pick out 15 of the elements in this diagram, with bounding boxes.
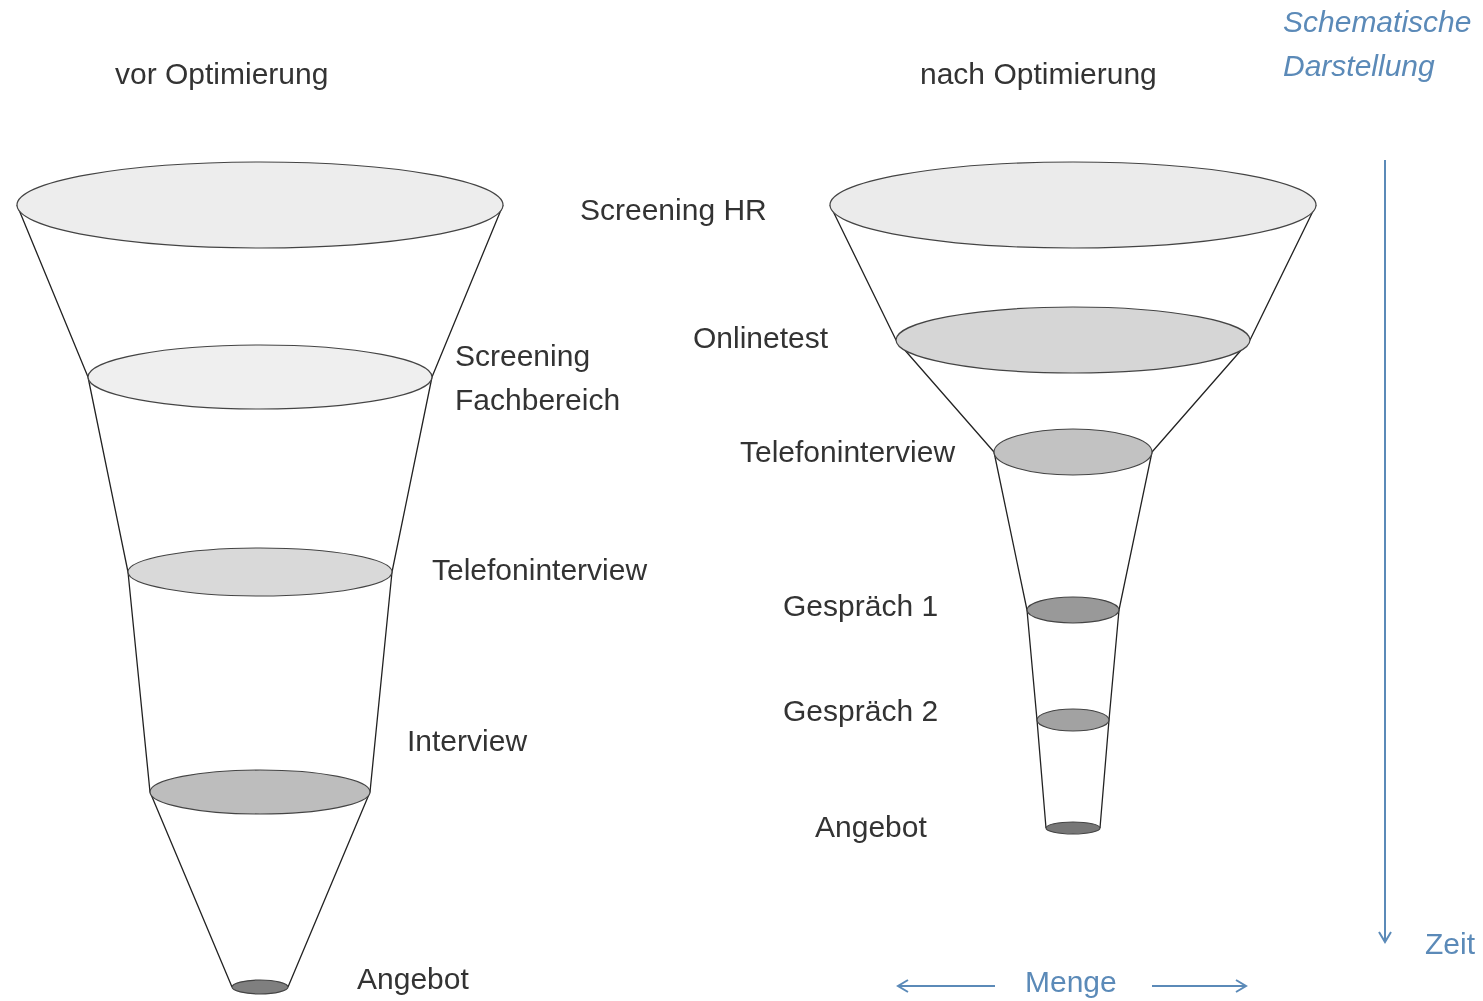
axis-label: Zeit — [1425, 926, 1475, 962]
stage-label: Onlinetest — [693, 320, 829, 356]
stage-label: Telefoninterview — [432, 552, 648, 588]
stage-label: Screening Fachbereich — [455, 338, 622, 418]
stage-label: Angebot — [815, 809, 927, 845]
heading: nach Optimierung — [920, 56, 1157, 92]
stage-label: Telefoninterview — [740, 434, 956, 470]
stage-label: Gespräch 2 — [783, 693, 939, 729]
stage-label: Gespräch 1 — [783, 588, 939, 624]
axis-label: Menge — [1025, 964, 1117, 1000]
heading: vor Optimierung — [115, 56, 329, 92]
stage-label: Screening HR — [580, 192, 767, 228]
stage-label: Interview — [407, 723, 528, 759]
stage-label: Angebot — [357, 961, 469, 997]
note-text: Schematische Darstellung — [1283, 4, 1473, 84]
